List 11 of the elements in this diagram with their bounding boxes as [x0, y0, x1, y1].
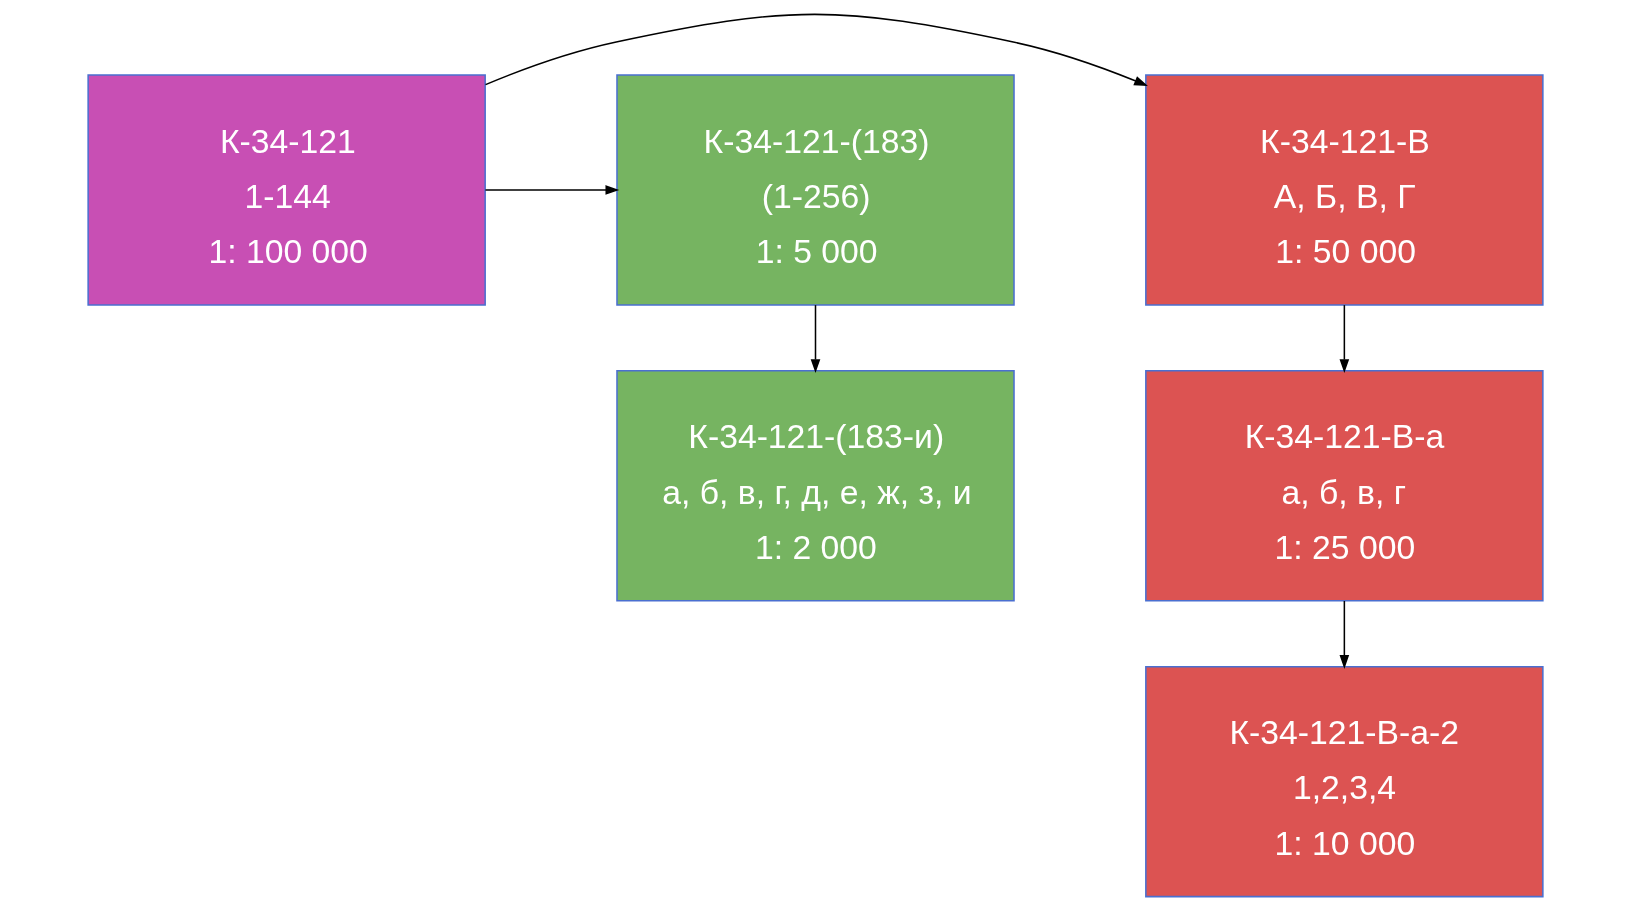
arrow — [1339, 600, 1349, 669]
arrow — [484, 13, 1148, 87]
arrow — [1339, 304, 1349, 374]
node-box: К-34-121-В-а а, б, в, г 1: 25 000 — [1144, 370, 1544, 602]
arrow — [484, 185, 619, 195]
node-box: К-34-121 1-144 1: 100 000 — [86, 74, 486, 306]
arrow — [810, 304, 820, 374]
node-box: К-34-121-В А, Б, В, Г 1: 50 000 — [1144, 74, 1544, 306]
node-box: К-34-121-(183-и) а, б, в, г, д, е, ж, з, и 1: 2 000 — [615, 370, 1015, 602]
node-box: К-34-121-В-а-2 1,2,3,4 1: 10 000 — [1144, 665, 1544, 898]
node-box: К-34-121-(183) (1-256) 1: 5 000 — [615, 74, 1015, 306]
